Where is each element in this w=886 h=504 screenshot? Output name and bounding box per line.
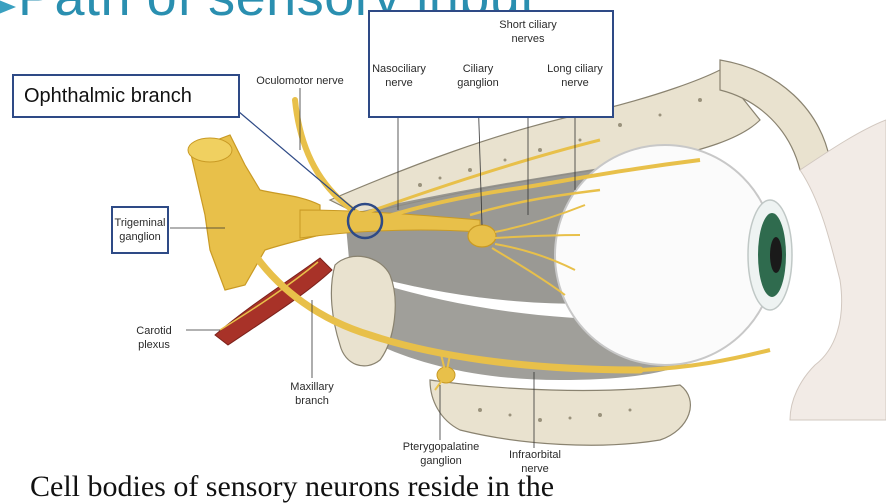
pupil	[770, 237, 782, 273]
trigeminal-root-top	[187, 137, 233, 163]
face-profile	[789, 119, 886, 421]
long-ciliary-label: Long ciliary nerve	[547, 63, 603, 89]
nasociliary-nerve	[369, 158, 701, 224]
carotid-plexus-nerves	[219, 261, 319, 331]
carotid-plexus-label: Carotid plexus	[136, 325, 172, 351]
maxilla-bone	[429, 379, 691, 446]
bone-texture-lower	[478, 408, 632, 422]
short-ciliary-nerves	[491, 204, 586, 296]
infraorbital-nerve	[639, 348, 771, 372]
carotid-artery	[214, 257, 333, 346]
upper-nerve	[359, 138, 601, 217]
ophthalmic-branch-callout: Ophthalmic branch	[12, 74, 240, 118]
eye-anatomy-illustration	[170, 50, 886, 448]
ophthalmic-highlight-circle	[346, 202, 384, 240]
trigeminal-label: Trigeminal ganglion	[114, 217, 166, 243]
sphenoid-bone	[330, 255, 396, 367]
ophthalmic-branch-label: Ophthalmic branch	[24, 85, 192, 107]
short-ciliary-label: Short ciliary nerves	[499, 19, 557, 45]
ophthalmic-pointer-line	[231, 105, 356, 211]
slide-caption: Cell bodies of sensory neurons reside in…	[30, 470, 555, 503]
pterygopalatine-branches	[434, 349, 451, 391]
oculomotor-label: Oculomotor nerve	[256, 75, 344, 87]
nasociliary-label: Nasociliary nerve	[372, 63, 426, 89]
long-ciliary-nerve	[469, 188, 601, 217]
pterygopalatine-label: Pterygopalatine ganglion	[402, 441, 480, 467]
trigeminal-callout-box	[111, 206, 169, 254]
ciliary-ganglion	[467, 224, 497, 248]
ciliary-ganglion-label: Ciliary ganglion	[457, 63, 499, 89]
maxillary-label: Maxillary branch	[290, 381, 334, 407]
infraorbital-label: Infraorbital nerve	[509, 449, 561, 475]
bullet-arrow-icon	[0, 0, 16, 14]
oculomotor-nerve	[292, 97, 363, 218]
short-ciliary-callout-box	[368, 10, 614, 118]
bone-texture-upper	[418, 98, 702, 187]
maxillary-branch	[251, 251, 644, 374]
